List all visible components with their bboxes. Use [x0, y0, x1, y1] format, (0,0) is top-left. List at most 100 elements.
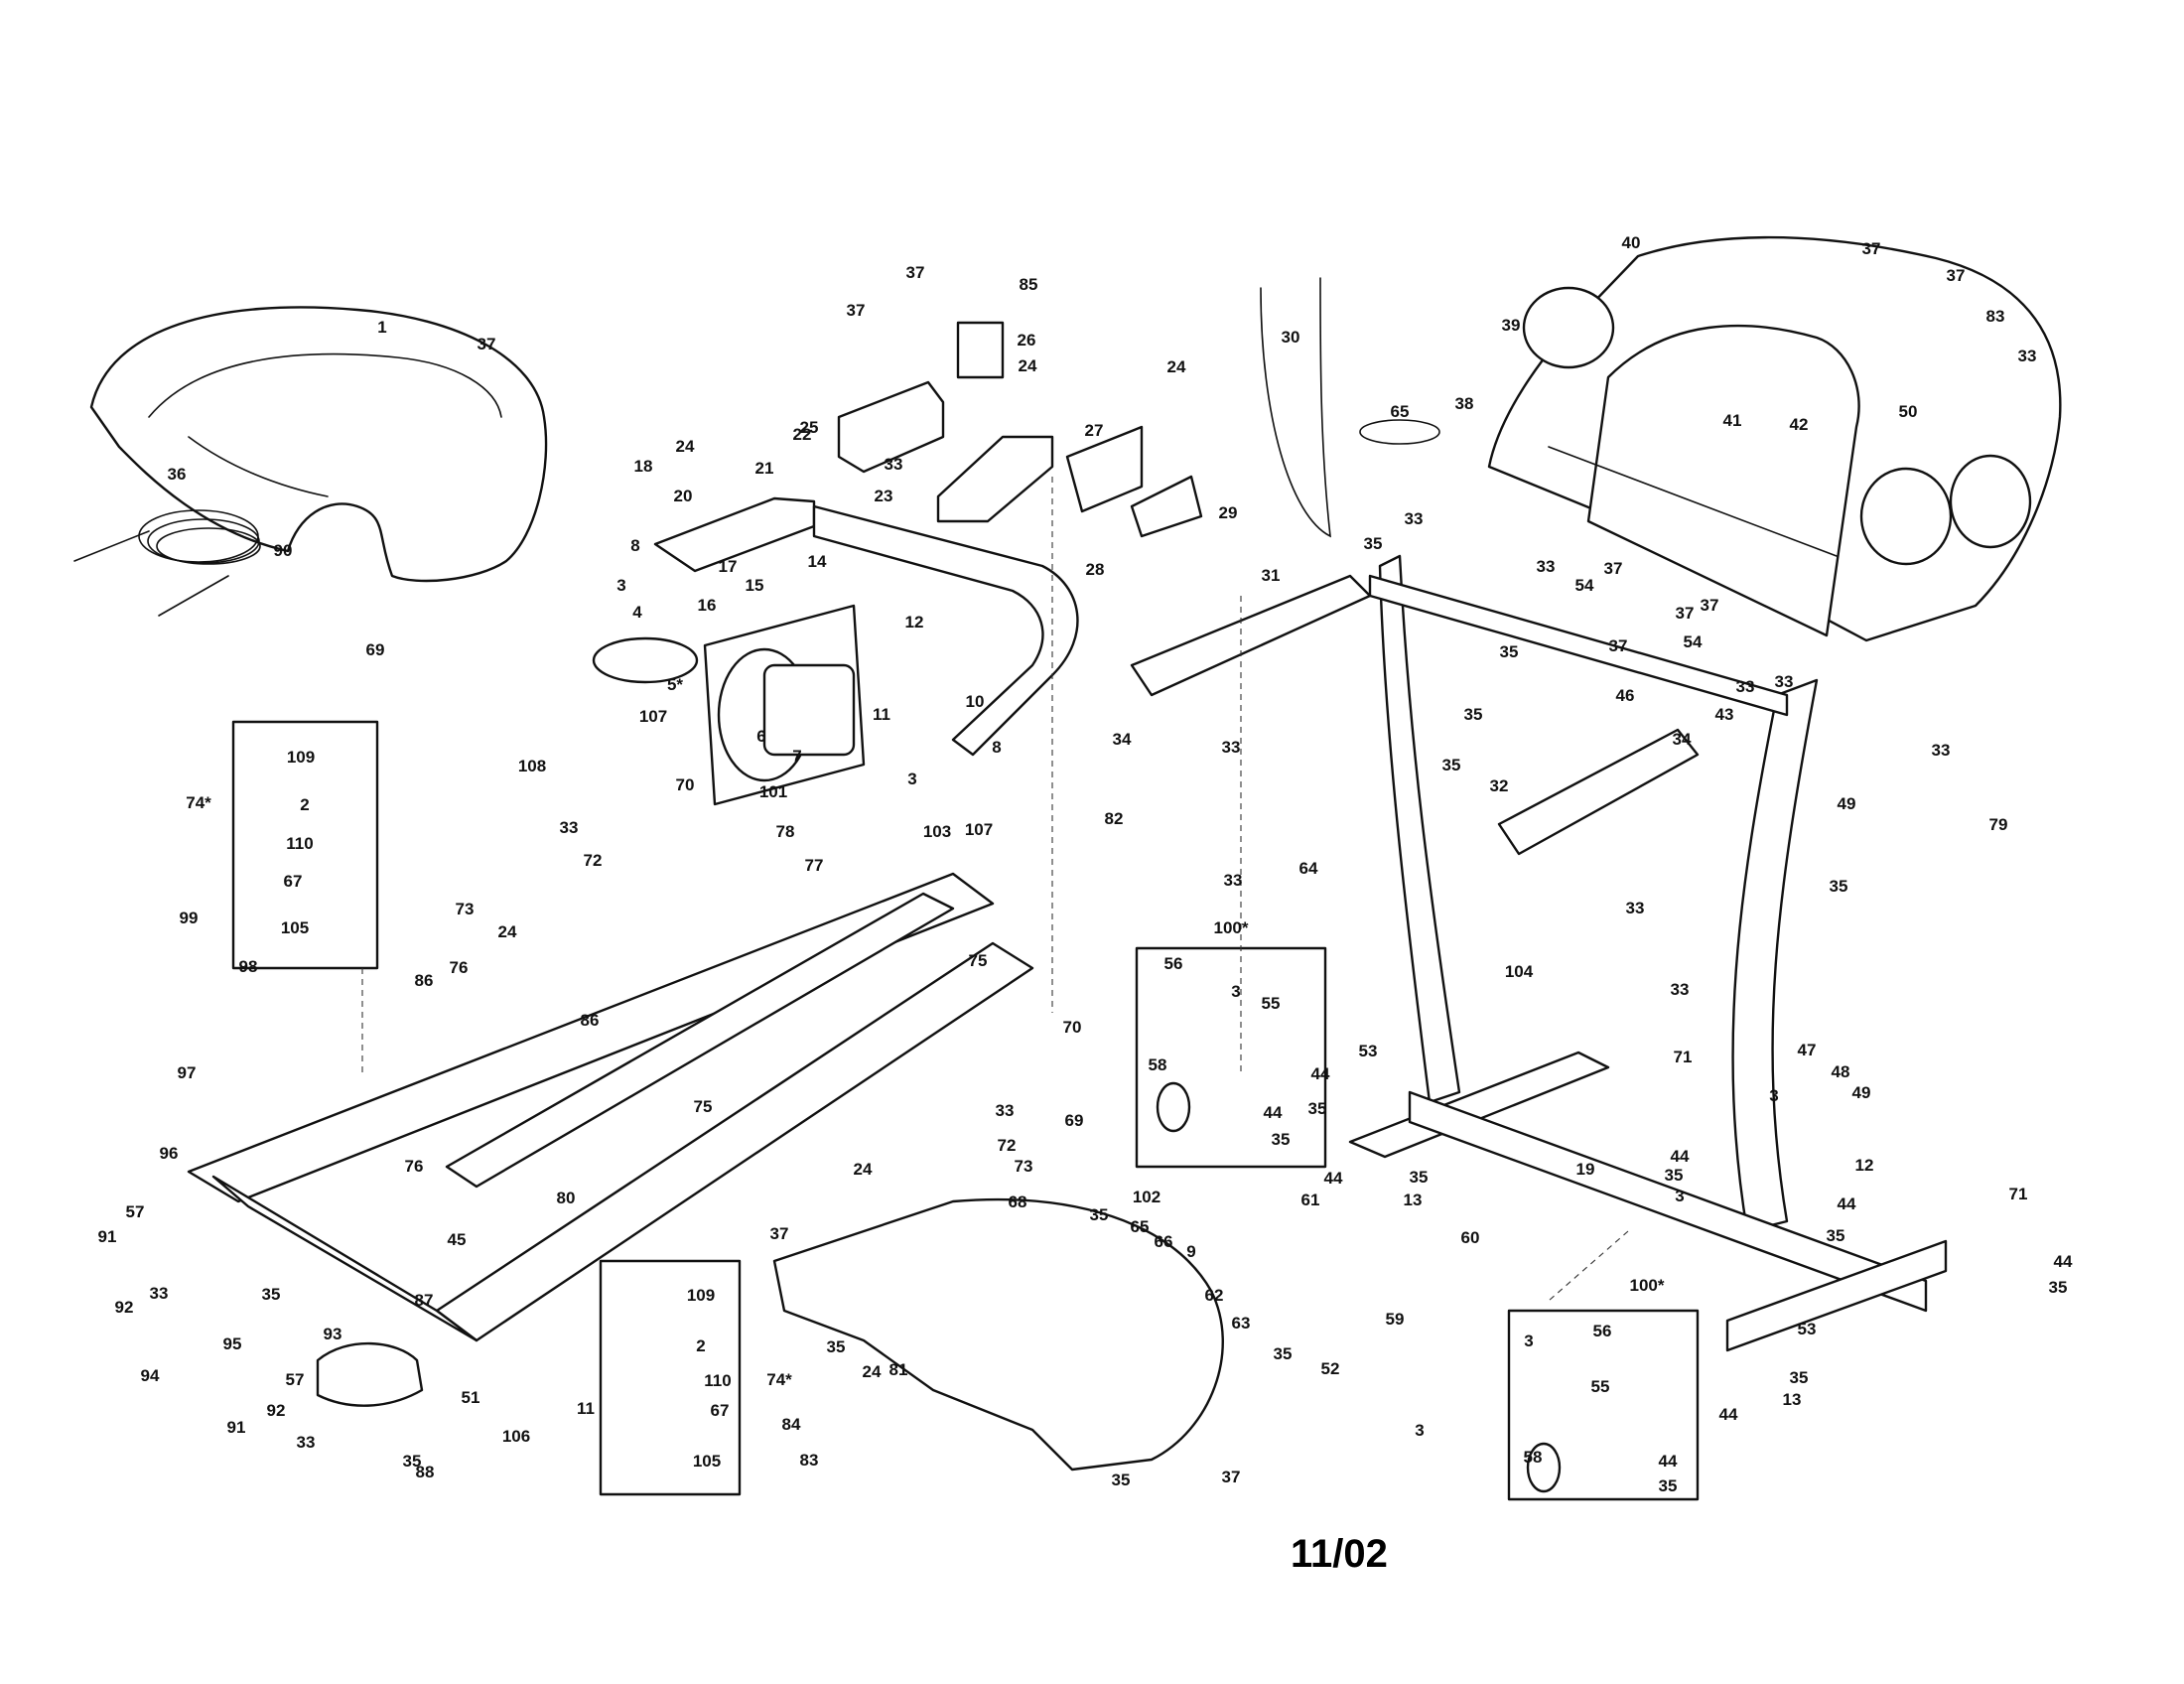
wire-65-part [1359, 419, 1440, 445]
part-callout-label: 87 [415, 1291, 434, 1310]
part-callout-label: 74* [186, 793, 211, 812]
part-callout-label: 47 [1798, 1041, 1817, 1059]
part-callout-label: 13 [1783, 1390, 1802, 1409]
part-callout-label: 30 [1282, 328, 1300, 347]
part-callout-label: 42 [1790, 415, 1809, 434]
part-callout-label: 55 [1591, 1377, 1610, 1396]
part-callout-label: 24 [498, 922, 517, 941]
part-callout-label: 37 [1604, 559, 1623, 578]
part-callout-label: 76 [405, 1157, 424, 1176]
part-callout-label: 28 [1086, 560, 1105, 579]
part-callout-label: 8 [992, 738, 1001, 757]
part-callout-label: 67 [284, 872, 303, 891]
part-callout-label: 109 [687, 1286, 715, 1305]
drive-motor-part [703, 604, 866, 806]
part-callout-label: 3 [1415, 1421, 1424, 1440]
part-callout-label: 35 [1272, 1130, 1291, 1149]
part-callout-label: 2 [696, 1336, 705, 1355]
part-callout-label: 49 [1838, 794, 1856, 813]
part-callout-label: 33 [1224, 871, 1243, 890]
part-callout-label: 35 [1410, 1168, 1429, 1187]
part-callout-label: 57 [286, 1370, 305, 1389]
part-callout-label: 19 [1576, 1160, 1595, 1179]
part-callout-label: 69 [1065, 1111, 1084, 1130]
part-callout-label: 25 [800, 418, 819, 437]
part-callout-label: 35 [1308, 1099, 1327, 1118]
handrail-31-part [1130, 574, 1372, 697]
part-callout-label: 92 [115, 1298, 134, 1317]
part-callout-label: 35 [1827, 1226, 1845, 1245]
part-callout-label: 44 [1311, 1064, 1330, 1083]
part-callout-label: 37 [847, 301, 866, 320]
part-callout-label: 27 [1085, 421, 1104, 440]
part-callout-label: 33 [1736, 677, 1755, 696]
part-callout-label: 102 [1133, 1188, 1160, 1206]
part-callout-label: 44 [1264, 1103, 1283, 1122]
part-callout-label: 45 [448, 1230, 467, 1249]
part-callout-label: 52 [1321, 1359, 1340, 1378]
part-callout-label: 24 [676, 437, 695, 456]
part-callout-label: 106 [502, 1427, 530, 1446]
part-callout-label: 78 [776, 822, 795, 841]
part-callout-label: 33 [1775, 672, 1794, 691]
part-callout-label: 18 [634, 457, 653, 476]
part-callout-label: 6 [756, 727, 765, 746]
part-callout-label: 105 [281, 918, 309, 937]
part-callout-label: 64 [1299, 859, 1318, 878]
part-callout-label: 105 [693, 1452, 721, 1471]
part-callout-label: 16 [698, 596, 717, 615]
part-callout-label: 37 [1947, 266, 1966, 285]
part-callout-label: 35 [1364, 534, 1383, 553]
part-callout-label: 44 [1838, 1194, 1856, 1213]
part-callout-label: 11 [873, 705, 890, 724]
part-callout-label: 37 [1862, 239, 1881, 258]
part-callout-label: 51 [462, 1388, 480, 1407]
control-board-26-part [956, 321, 1005, 379]
part-callout-label: 35 [1659, 1476, 1678, 1495]
part-callout-label: 24 [1167, 357, 1186, 376]
part-callout-label: 44 [1719, 1405, 1738, 1424]
part-callout-label: 33 [1932, 741, 1951, 760]
part-callout-label: 12 [905, 613, 924, 632]
upright-right-49-part [1731, 678, 1819, 1233]
part-callout-label: 103 [923, 822, 951, 841]
part-callout-label: 44 [1659, 1452, 1678, 1471]
part-callout-label: 53 [1359, 1042, 1378, 1060]
console-assembly-part [1487, 235, 2062, 642]
part-callout-label: 110 [286, 834, 313, 853]
part-callout-label: 21 [755, 459, 774, 478]
part-callout-label: 100* [1214, 918, 1249, 937]
part-callout-label: 37 [478, 335, 496, 353]
part-callout-label: 3 [1524, 1332, 1533, 1350]
part-callout-label: 108 [518, 757, 546, 775]
part-callout-label: 3 [616, 576, 625, 595]
part-callout-label: 57 [126, 1202, 145, 1221]
base-pan-68-part [772, 1197, 1224, 1472]
part-callout-label: 56 [1164, 954, 1183, 973]
part-callout-label: 33 [1626, 899, 1645, 917]
part-callout-label: 37 [906, 263, 925, 282]
part-callout-label: 58 [1524, 1448, 1543, 1467]
part-callout-label: 41 [1723, 411, 1742, 430]
part-callout-label: 12 [1855, 1156, 1874, 1175]
bracket-23-part [936, 435, 1054, 523]
part-callout-label: 95 [223, 1334, 242, 1353]
part-callout-label: 4 [632, 603, 642, 622]
part-callout-label: 79 [1989, 815, 2008, 834]
part-callout-label: 3 [1675, 1187, 1684, 1205]
part-callout-label: 71 [1674, 1048, 1693, 1066]
drive-belt-part [592, 636, 699, 684]
part-callout-label: 34 [1113, 730, 1132, 749]
part-callout-label: 83 [1986, 307, 2005, 326]
part-callout-label: 35 [1274, 1344, 1293, 1363]
wheel-58-right-part [1526, 1442, 1562, 1493]
part-callout-label: 3 [907, 770, 916, 788]
part-callout-label: 99 [180, 909, 199, 927]
part-callout-label: 23 [875, 487, 893, 505]
part-callout-label: 70 [676, 775, 695, 794]
part-callout-label: 75 [969, 951, 988, 970]
part-callout-label: 37 [1676, 604, 1695, 623]
part-callout-label: 35 [262, 1285, 281, 1304]
part-callout-label: 65 [1131, 1217, 1150, 1236]
